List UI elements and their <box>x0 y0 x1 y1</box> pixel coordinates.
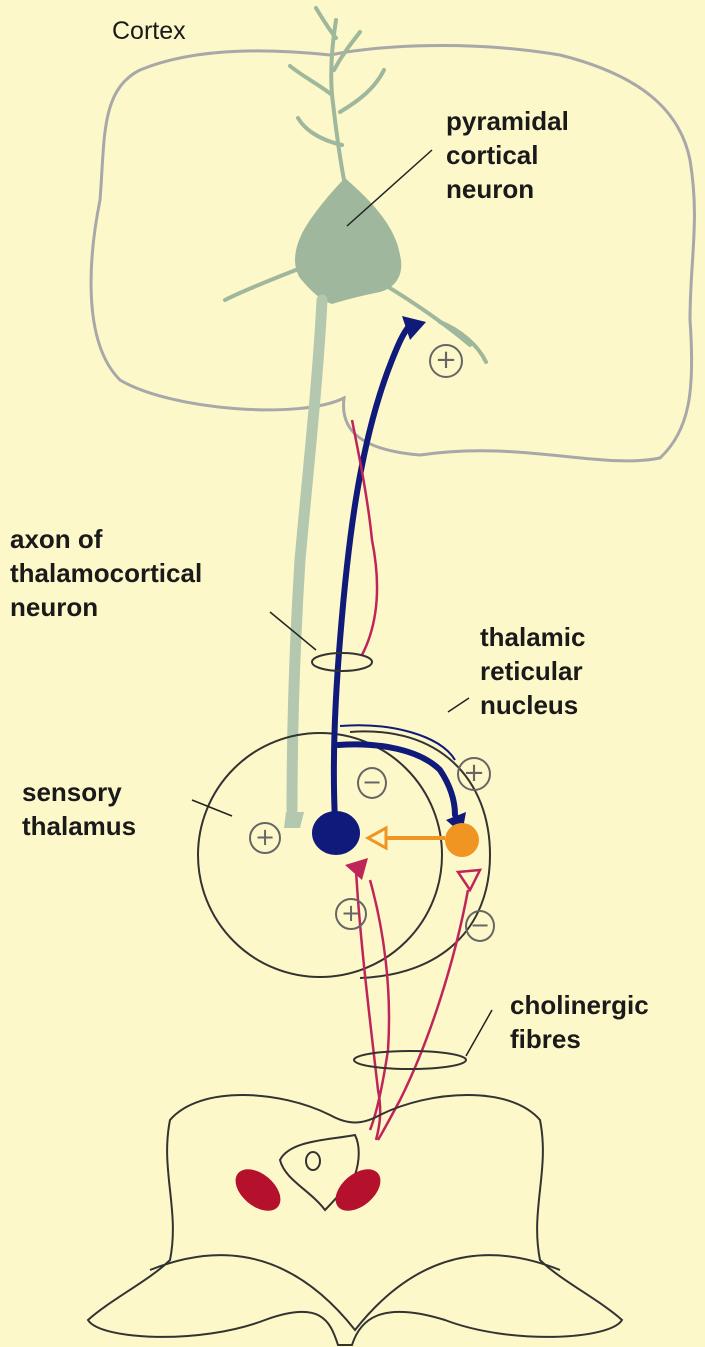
pyramidal-neuron-label: pyramidal cortical neuron <box>446 104 569 206</box>
cholinergic-bundle-ring <box>354 1051 466 1069</box>
brainstem-nucleus-left <box>228 1161 288 1219</box>
brainstem-lower-curve <box>150 1255 560 1330</box>
sensory-thalamus-label: sensory thalamus <box>22 775 136 843</box>
plus-sign-sensory: + <box>249 822 281 854</box>
minus-sign-reticular-glyph: − <box>470 911 490 939</box>
axon-bundle-ring <box>312 653 372 671</box>
cortex-label-text: Cortex <box>112 14 186 48</box>
plus-sign-cholinergic: + <box>335 898 367 930</box>
minus-sign-thalamic: − <box>357 767 387 799</box>
plus-sign-reticular-glyph: + <box>463 758 485 788</box>
cholinergic-fibres-label: cholinergic fibres <box>510 988 649 1056</box>
pyramidal-label-line: cortical <box>446 138 569 172</box>
brainstem-canal <box>306 1152 320 1170</box>
reticular-label-line: thalamic <box>480 620 586 654</box>
cholinergic-label-line: fibres <box>510 1022 649 1056</box>
reticular-nucleus-label: thalamic reticular nucleus <box>480 620 586 722</box>
pyramidal-soma <box>295 178 401 304</box>
plus-sign-cortex-glyph: + <box>435 345 457 375</box>
pyramidal-label-line: pyramidal <box>446 104 569 138</box>
plus-sign-cholinergic-glyph: + <box>341 899 361 927</box>
cortex-label: Cortex <box>112 14 186 48</box>
plus-sign-cortex: + <box>429 344 463 378</box>
reticular-label-line: reticular <box>480 654 586 688</box>
sensory-label-line: thalamus <box>22 809 136 843</box>
cholinergic-terminal-reticular <box>458 870 480 890</box>
axon-label-line: neuron <box>10 590 202 624</box>
minus-sign-reticular: − <box>465 910 495 942</box>
thalamocortical-axon-terminal <box>284 812 304 828</box>
axon-label-line: axon of <box>10 522 202 556</box>
reticular-inhibitory-terminal <box>368 828 386 848</box>
cholinergic-label-line: cholinergic <box>510 988 649 1022</box>
plus-sign-sensory-glyph: + <box>255 823 275 851</box>
axon-label: axon of thalamocortical neuron <box>10 522 202 624</box>
sensory-label-line: sensory <box>22 775 136 809</box>
sensory-thalamus-outline <box>198 733 442 977</box>
axon-label-line: thalamocortical <box>10 556 202 590</box>
plus-sign-reticular: + <box>457 757 491 791</box>
pyramidal-label-line: neuron <box>446 172 569 206</box>
reticular-soma <box>445 823 479 857</box>
reticular-collateral <box>338 744 455 815</box>
thalamocortical-soma <box>312 811 360 855</box>
brainstem-nucleus-right <box>328 1161 388 1219</box>
minus-sign-thalamic-glyph: − <box>362 768 382 796</box>
reticular-label-line: nucleus <box>480 688 586 722</box>
brainstem-outline <box>88 1095 622 1345</box>
